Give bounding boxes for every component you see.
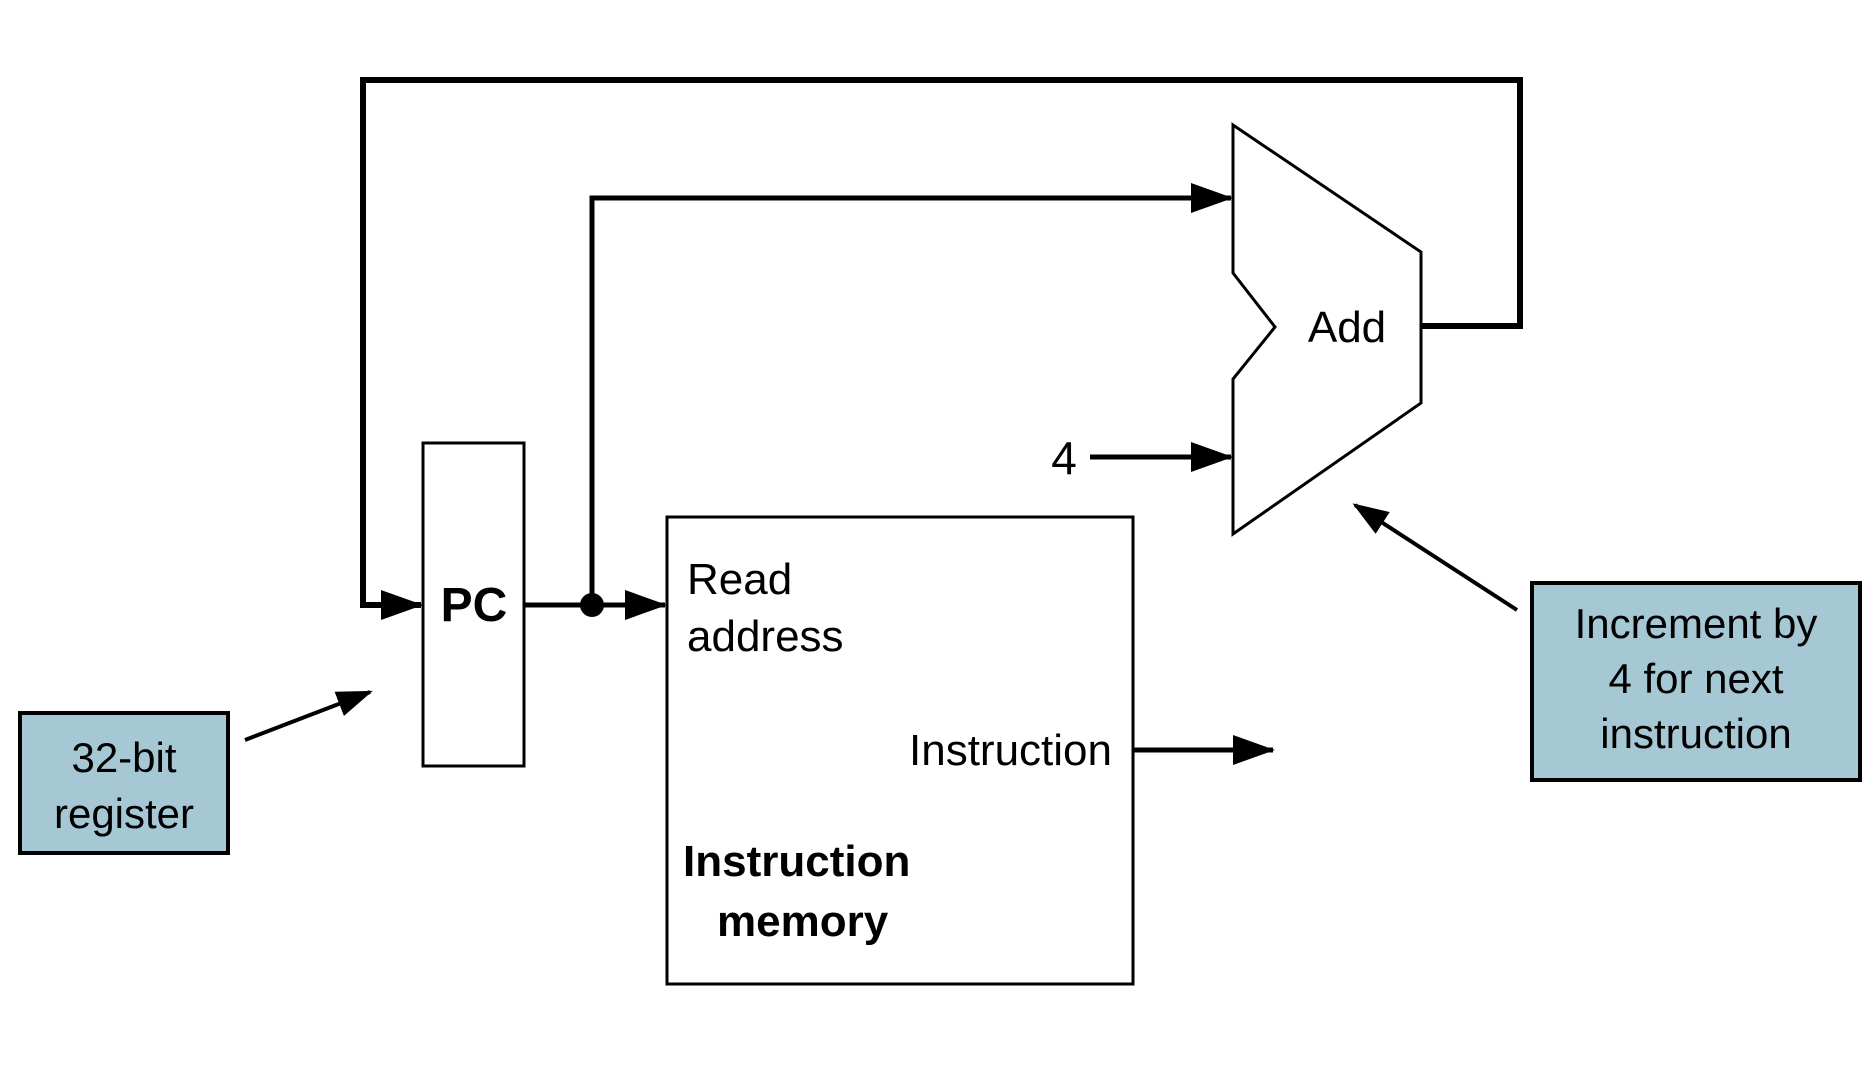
- wire-pc-to-adder: [589, 183, 1233, 605]
- read-address-port-label-line2: address: [687, 612, 844, 661]
- callout-32bit-register-line2: register: [54, 790, 194, 837]
- callout-increment-line2: 4 for next: [1608, 655, 1783, 702]
- callout-increment-line3: instruction: [1600, 710, 1791, 757]
- read-address-port-label-line1: Read: [687, 555, 792, 604]
- constant-4-label: 4: [1051, 432, 1077, 484]
- instruction-port-label: Instruction: [909, 726, 1112, 775]
- pc-register-box: [421, 441, 526, 768]
- callout-increment-line1: Increment by: [1575, 600, 1818, 647]
- callout-increment-box: [1530, 581, 1862, 782]
- wire-junction-dot: [580, 593, 604, 617]
- pc-label: PC: [441, 579, 508, 632]
- wire-adder-to-pc-feedback: [360, 77, 1523, 620]
- callout-32bit-register-box: [18, 711, 230, 855]
- adder-alu-shape: [1231, 122, 1423, 537]
- callout-32bit-register-line1: 32-bit: [71, 734, 176, 781]
- callout-arrow-to-adder: [1352, 503, 1519, 612]
- instruction-memory-name-line2: memory: [717, 897, 889, 946]
- instruction-memory-box: [665, 515, 1135, 986]
- adder-label: Add: [1308, 303, 1386, 352]
- callout-arrow-to-pc: [244, 690, 373, 742]
- instruction-memory-name-line1: Instruction: [683, 837, 910, 886]
